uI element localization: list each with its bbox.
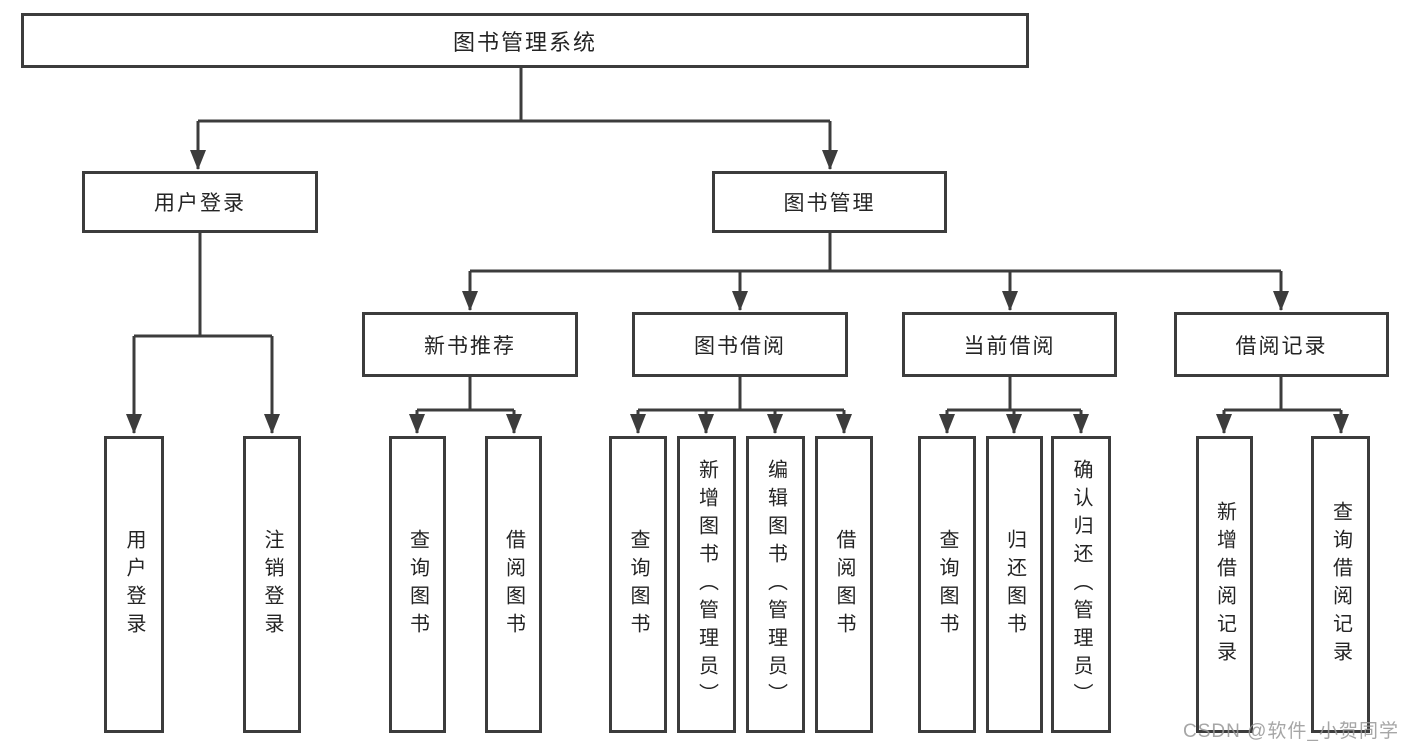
leaf-query-books-current-label: 查询图书 bbox=[936, 528, 958, 641]
leaf-add-borrow-record-label: 新增借阅记录 bbox=[1213, 500, 1236, 669]
leaf-edit-book-admin-label: 编辑图书（管理员） bbox=[764, 458, 787, 711]
leaf-logout-label: 注销登录 bbox=[261, 528, 283, 641]
node-current-borrow-label: 当前借阅 bbox=[963, 334, 1056, 358]
leaf-add-book-admin-label: 新增图书（管理员） bbox=[695, 458, 718, 711]
leaf-query-books-recommend: 查询图书 bbox=[389, 436, 446, 733]
leaf-add-borrow-record: 新增借阅记录 bbox=[1196, 436, 1253, 733]
leaf-query-books-borrow: 查询图书 bbox=[609, 436, 667, 733]
node-borrow-records-label: 借阅记录 bbox=[1235, 334, 1328, 358]
node-current-borrow: 当前借阅 bbox=[902, 312, 1117, 377]
leaf-borrow-books-recommend-label: 借阅图书 bbox=[502, 528, 525, 641]
leaf-user-login: 用户登录 bbox=[104, 436, 164, 733]
leaf-query-books-recommend-label: 查询图书 bbox=[406, 528, 429, 641]
node-book-borrow: 图书借阅 bbox=[632, 312, 848, 377]
node-book-management-label: 图书管理 bbox=[783, 192, 876, 215]
leaf-borrow-books-recommend: 借阅图书 bbox=[485, 436, 542, 733]
node-root: 图书管理系统 bbox=[21, 13, 1029, 68]
node-book-borrow-label: 图书借阅 bbox=[694, 334, 786, 358]
leaf-confirm-return-admin: 确认归还（管理员） bbox=[1051, 436, 1111, 733]
leaf-confirm-return-admin-label: 确认归还（管理员） bbox=[1070, 458, 1092, 711]
node-user-login-label: 用户登录 bbox=[154, 192, 246, 215]
node-root-label: 图书管理系统 bbox=[452, 29, 597, 55]
leaf-return-book: 归还图书 bbox=[986, 436, 1043, 733]
leaf-edit-book-admin: 编辑图书（管理员） bbox=[746, 436, 805, 733]
leaf-query-books-current: 查询图书 bbox=[918, 436, 976, 733]
node-borrow-records: 借阅记录 bbox=[1174, 312, 1389, 377]
leaf-query-borrow-record: 查询借阅记录 bbox=[1311, 436, 1370, 733]
leaf-query-borrow-record-label: 查询借阅记录 bbox=[1329, 500, 1352, 669]
leaf-query-books-borrow-label: 查询图书 bbox=[627, 528, 649, 641]
node-book-management: 图书管理 bbox=[712, 171, 947, 233]
leaf-user-login-label: 用户登录 bbox=[123, 528, 145, 641]
node-user-login: 用户登录 bbox=[82, 171, 318, 233]
leaf-return-book-label: 归还图书 bbox=[1003, 528, 1026, 641]
leaf-logout: 注销登录 bbox=[243, 436, 301, 733]
node-new-book-recommend: 新书推荐 bbox=[362, 312, 578, 377]
leaf-borrow-books-label: 借阅图书 bbox=[833, 528, 855, 641]
leaf-add-book-admin: 新增图书（管理员） bbox=[677, 436, 736, 733]
leaf-borrow-books: 借阅图书 bbox=[815, 436, 873, 733]
watermark: CSDN @软件_小贺同学 bbox=[1183, 721, 1399, 742]
node-new-book-recommend-label: 新书推荐 bbox=[424, 334, 516, 358]
